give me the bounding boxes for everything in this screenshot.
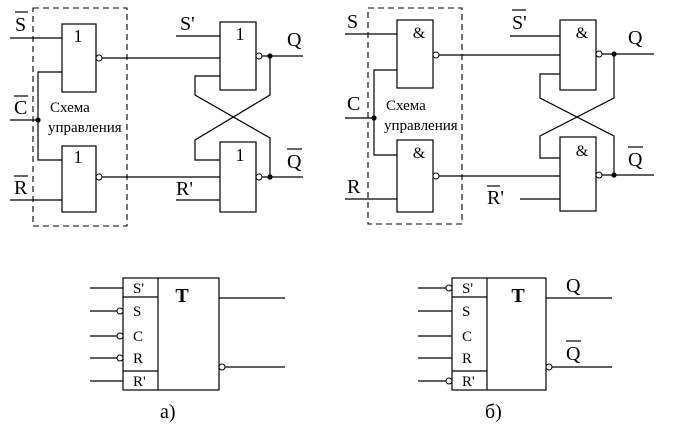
gate-left-1 bbox=[61, 23, 97, 93]
gate-right-1-symbol: & bbox=[413, 25, 426, 42]
gate-left-3-symbol: 1 bbox=[236, 24, 245, 44]
inversion-bubble bbox=[595, 171, 603, 179]
symbol-a-title: T bbox=[175, 285, 189, 307]
input-c-label: C bbox=[347, 93, 360, 115]
feedback-r-prime-label: R' bbox=[176, 178, 193, 200]
inversion-bubble bbox=[545, 363, 553, 371]
gate-right-2 bbox=[396, 139, 434, 213]
gate-right-3 bbox=[559, 19, 597, 91]
pin-r-label: R bbox=[462, 351, 472, 367]
pin-r-prime-label: R' bbox=[462, 374, 475, 390]
feedback-r-prime-label: R' bbox=[487, 187, 504, 209]
inversion-bubble bbox=[255, 173, 263, 181]
caption-a: а) bbox=[160, 401, 176, 423]
inversion-bubble bbox=[116, 332, 124, 340]
control-block-left bbox=[32, 7, 128, 227]
output-q-label: Q bbox=[628, 27, 643, 49]
output-q-label: Q bbox=[287, 29, 302, 51]
output-q-label: Q bbox=[566, 275, 581, 297]
cross-feedback-q-bar bbox=[539, 73, 615, 175]
control-block-right bbox=[367, 7, 463, 225]
control-caption-line-2: управления bbox=[48, 120, 122, 136]
inversion-bubble bbox=[116, 307, 124, 315]
cross-feedback-q-bar bbox=[194, 75, 271, 177]
input-c-wire-down bbox=[37, 120, 62, 161]
input-s-label: S bbox=[15, 14, 26, 36]
input-c-wire-down bbox=[373, 118, 397, 156]
gate-left-2 bbox=[61, 145, 97, 213]
pin-s-prime-label: S' bbox=[462, 281, 473, 297]
circuit-left: 1 1 1 1 S C R Схема управления S' R' bbox=[10, 7, 303, 227]
cross-feedback-q bbox=[539, 54, 615, 159]
inversion-bubble bbox=[255, 52, 263, 60]
caption-b: б) bbox=[485, 401, 502, 423]
pin-c-label: C bbox=[462, 329, 472, 345]
gate-right-1 bbox=[396, 19, 434, 89]
inversion-bubble bbox=[445, 284, 453, 292]
inversion-bubble bbox=[95, 54, 103, 62]
pin-s-label: S bbox=[133, 304, 141, 320]
control-caption-line-1: Схема bbox=[50, 100, 90, 116]
gate-right-3-symbol: & bbox=[576, 25, 589, 42]
trigger-symbol-a: T S' S C R R' а) bbox=[90, 277, 285, 423]
input-c-wire-up bbox=[373, 69, 397, 118]
control-caption-line-1: Схема bbox=[386, 98, 426, 114]
gate-left-2-symbol: 1 bbox=[74, 147, 83, 167]
inversion-bubble bbox=[445, 377, 453, 385]
pin-r-prime-label: R' bbox=[133, 374, 146, 390]
gate-left-4-symbol: 1 bbox=[236, 145, 245, 165]
inversion-bubble bbox=[218, 363, 226, 371]
inversion-bubble bbox=[95, 173, 103, 181]
symbol-b-title: T bbox=[511, 285, 525, 307]
pin-r-label: R bbox=[133, 351, 143, 367]
gate-right-4-symbol: & bbox=[576, 143, 589, 160]
control-caption-line-2: управления bbox=[384, 118, 458, 134]
feedback-s-prime-label: S' bbox=[180, 13, 195, 35]
inversion-bubble bbox=[595, 50, 603, 58]
input-c-wire-up bbox=[37, 71, 62, 120]
input-r-label: R bbox=[14, 177, 28, 199]
output-q-bar-label: Q bbox=[287, 151, 302, 173]
gate-left-3 bbox=[219, 21, 257, 91]
cross-feedback-q bbox=[194, 56, 271, 161]
gate-left-4 bbox=[219, 141, 257, 213]
feedback-s-prime-label: S' bbox=[512, 12, 527, 34]
inversion-bubble bbox=[432, 51, 440, 59]
gate-right-2-symbol: & bbox=[413, 145, 426, 162]
input-c-label: C bbox=[14, 97, 27, 119]
pin-c-label: C bbox=[133, 329, 143, 345]
input-r-label: R bbox=[347, 176, 361, 198]
gate-right-4 bbox=[559, 136, 597, 212]
inversion-bubble bbox=[116, 354, 124, 362]
pin-s-label: S bbox=[462, 304, 470, 320]
circuit-right: & & & & S C R Схема управления S' R' Q Q bbox=[345, 7, 654, 225]
pin-s-prime-label: S' bbox=[133, 281, 144, 297]
inversion-bubble bbox=[432, 172, 440, 180]
output-q-bar-label: Q bbox=[628, 149, 643, 171]
input-s-label: S bbox=[347, 11, 358, 33]
trigger-symbol-b: T S' S C R R' Q Q б) bbox=[418, 275, 612, 423]
gate-left-1-symbol: 1 bbox=[74, 26, 83, 46]
output-q-bar-label: Q bbox=[566, 343, 581, 365]
